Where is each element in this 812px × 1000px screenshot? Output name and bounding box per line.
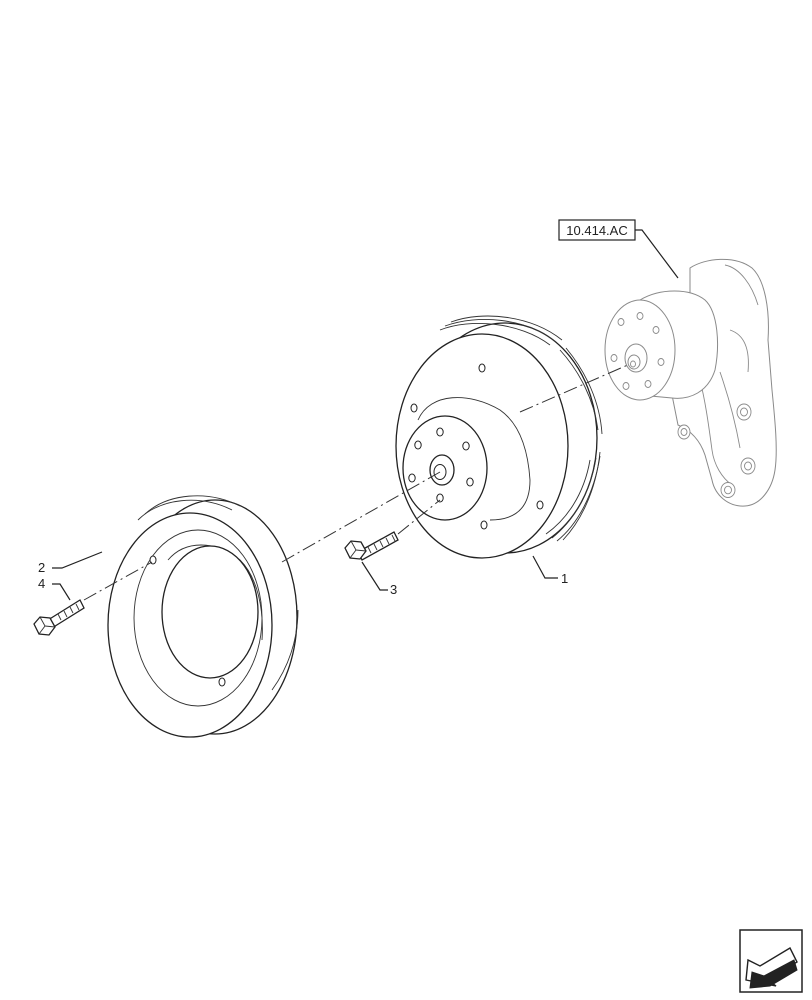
centerline-bolt-3 <box>397 499 441 535</box>
centerline-pulley-to-hub <box>519 363 631 413</box>
leader-part-2 <box>52 551 103 569</box>
callout-part-3[interactable]: 3 <box>390 582 397 597</box>
bolt-part-3[interactable] <box>344 531 399 561</box>
back-arrow-icon[interactable] <box>739 929 803 993</box>
centerline-damper-to-pulley <box>281 471 441 563</box>
bolt-part-4[interactable] <box>33 599 85 636</box>
svg-text:10.414.AC: 10.414.AC <box>566 223 627 238</box>
leader-part-3 <box>361 561 388 591</box>
leader-part-4 <box>52 583 71 601</box>
callout-part-4[interactable]: 4 <box>38 576 45 591</box>
reference-leader-line <box>635 229 679 279</box>
leader-part-1 <box>532 555 558 579</box>
mounting-bracket-assembly <box>604 258 777 507</box>
reference-label-10-414-ac[interactable]: 10.414.AC <box>558 219 636 241</box>
damper-part-2[interactable] <box>107 495 299 738</box>
callout-part-2[interactable]: 2 <box>38 560 45 575</box>
centerline-bolt-4 <box>83 561 153 601</box>
callout-part-1[interactable]: 1 <box>561 571 568 586</box>
pulley-part-1[interactable] <box>395 315 603 559</box>
